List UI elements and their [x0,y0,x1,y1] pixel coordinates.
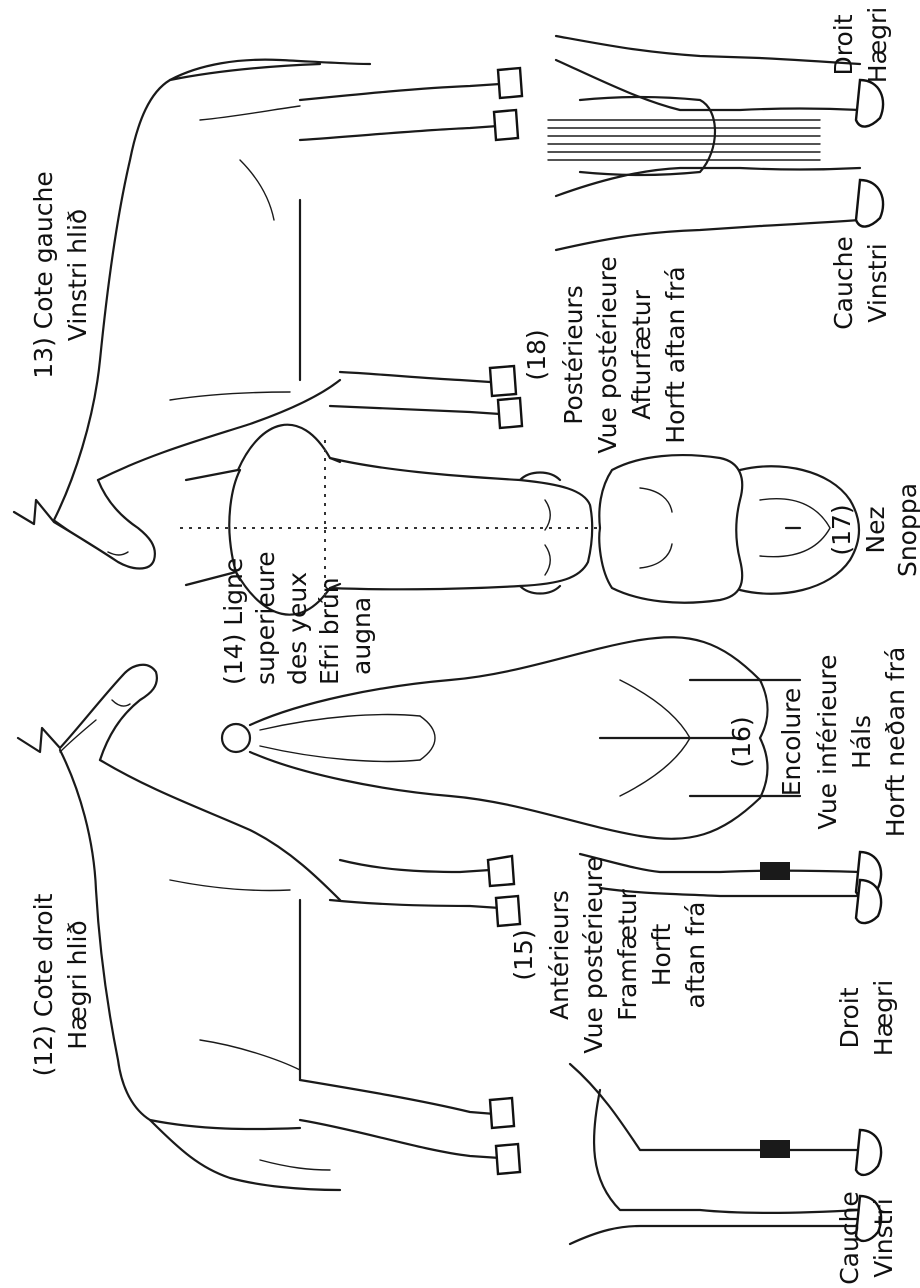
label-12-line1: (12) Cote droit [29,893,58,1076]
label-14-line1: (14) Ligne [219,558,248,685]
label-13-line2: Vinstri hlið [63,209,92,341]
label-14-line5: augna [347,597,376,675]
label-18-line5: Horft aftan frá [661,266,690,443]
label-15-line4: Framfætur [613,888,642,1021]
label-14-line2: superieure [251,551,280,685]
nose-drawing [599,455,859,603]
label-17-line1: (17) [827,504,856,555]
label-front-left-line1: Cauche [835,1191,864,1285]
label-16-number: (16) [727,716,756,767]
label-16-line2: Vue inférieure [813,654,842,829]
label-18-line4: Afturfætur [627,289,656,419]
label-15-line2: Antérieurs [545,890,574,1020]
label-16-line1: Encolure [777,688,806,797]
label-14-line3: des yeux [283,572,312,685]
label-front-right-line2: Hægri [869,980,898,1056]
label-16-line3: Háls [847,715,876,769]
label-16-line4: Horft neðan frá [881,647,910,838]
label-front-left-line2: Vinstri [869,1198,898,1277]
label-18-line3: Vue postérieure [593,256,622,454]
label-15-line1: (15) [509,929,538,980]
label-14-line4: Efri brún [315,577,344,685]
label-hind-right-line1: Droit [829,14,858,75]
labels-group: (12) Cote droit Hægri hlið 13) Cote gauc… [29,7,920,1285]
label-12-line2: Hægri hlið [63,920,92,1049]
label-hind-left-line1: Cauche [829,236,858,330]
label-front-right-line1: Droit [835,987,864,1048]
label-17-line2: Nez [861,506,890,553]
label-18-line1: (18) [522,329,551,380]
label-13-line1: 13) Cote gauche [29,171,58,378]
label-hind-right-line2: Hægri [863,7,892,83]
label-hind-left-line2: Vinstri [863,243,892,322]
horse-right-side-drawing [18,665,520,1190]
label-15-line6: aftan frá [681,902,710,1009]
label-17-line3: Snoppa [893,483,920,577]
label-18-line2: Postérieurs [559,285,588,424]
label-15-line5: Horft [647,924,676,987]
label-15-line3: Vue postérieure [579,856,608,1054]
